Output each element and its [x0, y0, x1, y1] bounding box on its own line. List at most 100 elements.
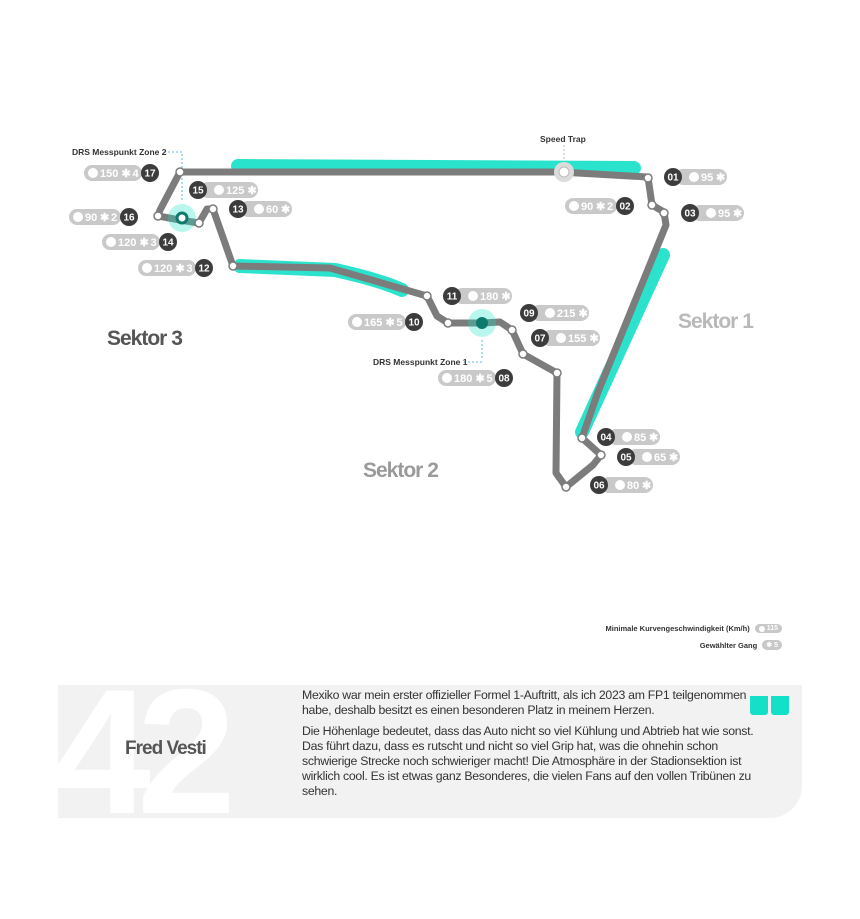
speedometer-icon	[468, 291, 478, 301]
corner-speed: 165	[364, 317, 382, 329]
corner-number-badge	[229, 200, 247, 218]
speedometer-icon	[73, 212, 83, 222]
speed-icon	[758, 625, 765, 632]
corner-speed: 90	[581, 201, 593, 213]
gear-icon: ✱	[649, 432, 658, 444]
corner-number-badge	[590, 476, 608, 494]
speedometer-icon	[642, 452, 652, 462]
speed-gear-pill	[531, 305, 589, 321]
corner-number: 13	[232, 205, 244, 216]
corner-number: 06	[593, 481, 605, 492]
corner-gear: 4	[133, 168, 140, 180]
corner-badge-04: 85✱204	[597, 428, 666, 446]
legend-gear-label: Gewählter Gang	[699, 640, 758, 650]
legend-gear-pill: ✱5	[762, 640, 782, 650]
corner-badge-13: 60✱213	[229, 200, 298, 218]
corner-speed: 90	[85, 212, 97, 224]
speedometer-icon	[352, 317, 362, 327]
corner-number: 01	[667, 173, 679, 184]
corner-gear: 2	[680, 452, 686, 464]
corner-number-badge	[120, 208, 138, 226]
corner-number: 05	[620, 453, 632, 464]
corner-number: 02	[619, 202, 631, 213]
speed-gear-pill	[200, 182, 258, 198]
speedometer-icon	[622, 432, 632, 442]
legend-gear-value: 5	[774, 641, 778, 649]
corner-gear: 2	[607, 201, 613, 213]
gear-icon: ✱	[590, 333, 599, 345]
speed-gear-pill	[454, 288, 512, 304]
speedometer-icon	[442, 373, 452, 383]
speed-gear-pill	[628, 449, 680, 465]
corner-number: 16	[123, 213, 135, 224]
speed-gear-pill	[84, 165, 142, 181]
gear-icon: ✱	[386, 317, 395, 329]
corner-number-badge	[531, 329, 549, 347]
sector-3-label: Sektor 3	[107, 327, 182, 350]
legend-min-speed: Minimale Kurvengeschwindigkeit (Km/h) 11…	[605, 624, 782, 633]
corner-badge-10: 165 ✱5 10	[348, 313, 423, 331]
corner-gear: 6	[590, 308, 596, 320]
speed-gear-pill	[348, 314, 406, 330]
corner-number: 14	[162, 238, 174, 249]
corner-number: 09	[523, 309, 535, 320]
speedometer-icon	[545, 308, 555, 318]
corner-speed: 215	[557, 308, 575, 320]
gear-icon: ✱	[766, 642, 773, 649]
speed-gear-pill	[102, 234, 160, 250]
corner-number-badge	[495, 369, 513, 387]
corner-number-badge	[159, 233, 177, 251]
corner-number-badge	[681, 204, 699, 222]
quote-mark-icon	[750, 696, 789, 715]
speed-gear-pill	[608, 429, 660, 445]
quote-paragraph: Die Höhenlage bedeutet, dass das Auto ni…	[302, 724, 754, 798]
drs-zone-2-label: DRS Messpunkt Zone 2	[72, 147, 167, 157]
speed-gear-pill	[69, 209, 121, 225]
corner-badge-09: 215✱609	[520, 304, 596, 322]
gear-icon: ✱	[281, 204, 290, 216]
corner-gear: 2	[744, 208, 750, 220]
corner-gear: 5	[397, 317, 403, 329]
speed-trap-label: Speed Trap	[540, 134, 586, 144]
drs-measure-point-1	[464, 309, 496, 363]
corner-number: 10	[408, 318, 420, 329]
corner-nodes	[153, 167, 669, 492]
driver-name: Fred Vesti	[125, 738, 207, 759]
corner-gear: 4	[601, 333, 608, 345]
speedometer-icon	[214, 185, 224, 195]
speedometer-icon	[615, 480, 625, 490]
drs-zone-1-label: DRS Messpunkt Zone 1	[373, 357, 468, 367]
speed-gear-pill	[542, 330, 600, 346]
quote-text: Mexiko war mein erster offizieller Forme…	[302, 688, 772, 805]
gear-icon: ✱	[100, 212, 109, 224]
corner-number-badge	[141, 164, 159, 182]
corner-badge-11: 180✱511	[443, 287, 519, 305]
speed-gear-pill	[601, 477, 653, 493]
quote-paragraph: Mexiko war mein erster offizieller Forme…	[302, 688, 747, 717]
gear-icon: ✱	[140, 237, 149, 249]
legend-speed-value: 115	[766, 625, 778, 632]
corner-number: 04	[600, 433, 612, 444]
corner-number-badge	[616, 197, 634, 215]
corner-number: 07	[534, 334, 546, 345]
corner-speed: 85	[634, 432, 646, 444]
legend-min-speed-label: Minimale Kurvengeschwindigkeit (Km/h)	[605, 624, 750, 633]
speed-gear-pill	[692, 205, 744, 221]
corner-gear: 3	[187, 263, 193, 275]
speed-gear-pill	[565, 198, 617, 214]
speed-gear-pill	[138, 260, 196, 276]
corner-speed: 80	[627, 480, 639, 492]
gear-icon: ✱	[716, 172, 725, 184]
corner-number: 12	[198, 264, 210, 275]
corner-speed: 180	[480, 291, 498, 303]
speedometer-icon	[142, 263, 152, 273]
corner-speed: 120	[118, 237, 136, 249]
corner-gear: 5	[487, 373, 493, 385]
gear-icon: ✱	[122, 168, 131, 180]
